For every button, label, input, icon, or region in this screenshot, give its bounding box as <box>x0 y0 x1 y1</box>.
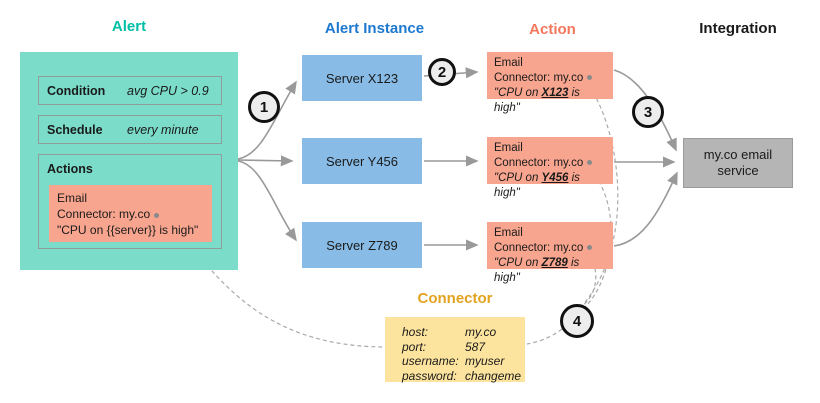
action-card-z789: Email Connector: my.co "CPU on Z789 is h… <box>487 222 613 284</box>
schedule-label: Schedule <box>47 122 103 137</box>
action-message: "CPU on Z789 is high" <box>494 256 580 284</box>
alert-email-action-card: Email Connector: my.co "CPU on {{server}… <box>49 185 212 242</box>
connector-ref-dot <box>154 212 160 218</box>
instance-label: Server Z789 <box>326 237 398 253</box>
action-type: Email <box>494 142 523 154</box>
integration-column-title: Integration <box>699 20 777 37</box>
action-message: "CPU on X123 is high" <box>494 86 580 114</box>
connector-ref-dot <box>587 75 593 81</box>
instance-label: Server Y456 <box>325 153 399 169</box>
action-type: Email <box>57 191 88 205</box>
instance-box-z789: Server Z789 <box>302 222 422 268</box>
condition-row: Condition avg CPU > 0.9 <box>38 76 222 105</box>
instance-box-y456: Server Y456 <box>302 138 422 184</box>
connector-host-row: host:my.co <box>402 325 497 339</box>
action-message: "CPU on Y456 is high" <box>494 171 580 199</box>
alert-panel: Condition avg CPU > 0.9 Schedule every m… <box>20 52 238 270</box>
action-connector-ref: Connector: my.co <box>57 206 204 222</box>
action-connector-ref: Connector: my.co <box>494 71 606 86</box>
instance-label: Server X123 <box>325 70 399 86</box>
schedule-row: Schedule every minute <box>38 115 222 144</box>
connector-username-row: username:myuser <box>402 354 505 369</box>
condition-label: Condition <box>47 83 106 98</box>
step-circle-2: 2 <box>428 58 456 86</box>
action-card-x123: Email Connector: my.co "CPU on X123 is h… <box>487 52 613 114</box>
action-type: Email <box>494 57 523 69</box>
instance-box-x123: Server X123 <box>302 55 422 101</box>
schedule-value: every minute <box>127 122 199 137</box>
integration-box: my.co email service <box>683 138 793 188</box>
action-column-title: Action <box>529 21 576 38</box>
action-card-y456: Email Connector: my.co "CPU on Y456 is h… <box>487 137 613 199</box>
alert-column-title: Alert <box>111 18 147 35</box>
integration-label: my.co email service <box>703 146 773 178</box>
action-type: Email <box>494 227 523 239</box>
connector-port-row: port:587 <box>402 339 486 354</box>
connector-ref-dot <box>587 160 593 166</box>
step-circle-1: 1 <box>248 91 280 123</box>
action-connector-ref: Connector: my.co <box>494 241 606 256</box>
actions-label: Actions <box>47 162 93 176</box>
connector-column-title: Connector <box>417 290 493 307</box>
action-connector-ref: Connector: my.co <box>494 156 606 171</box>
actions-group: Actions Email Connector: my.co "CPU on {… <box>38 154 222 249</box>
connector-config-box: host:my.co port:587 username:myuser pass… <box>385 317 525 383</box>
condition-value: avg CPU > 0.9 <box>127 83 209 98</box>
alert-instance-column-title: Alert Instance <box>324 20 425 37</box>
step-circle-3: 3 <box>632 96 664 128</box>
connector-ref-dot <box>587 245 593 251</box>
connector-password-row: password:changeme <box>402 368 522 383</box>
action-message-template: "CPU on {{server}} is high" <box>57 223 199 238</box>
step-circle-4: 4 <box>560 304 594 338</box>
